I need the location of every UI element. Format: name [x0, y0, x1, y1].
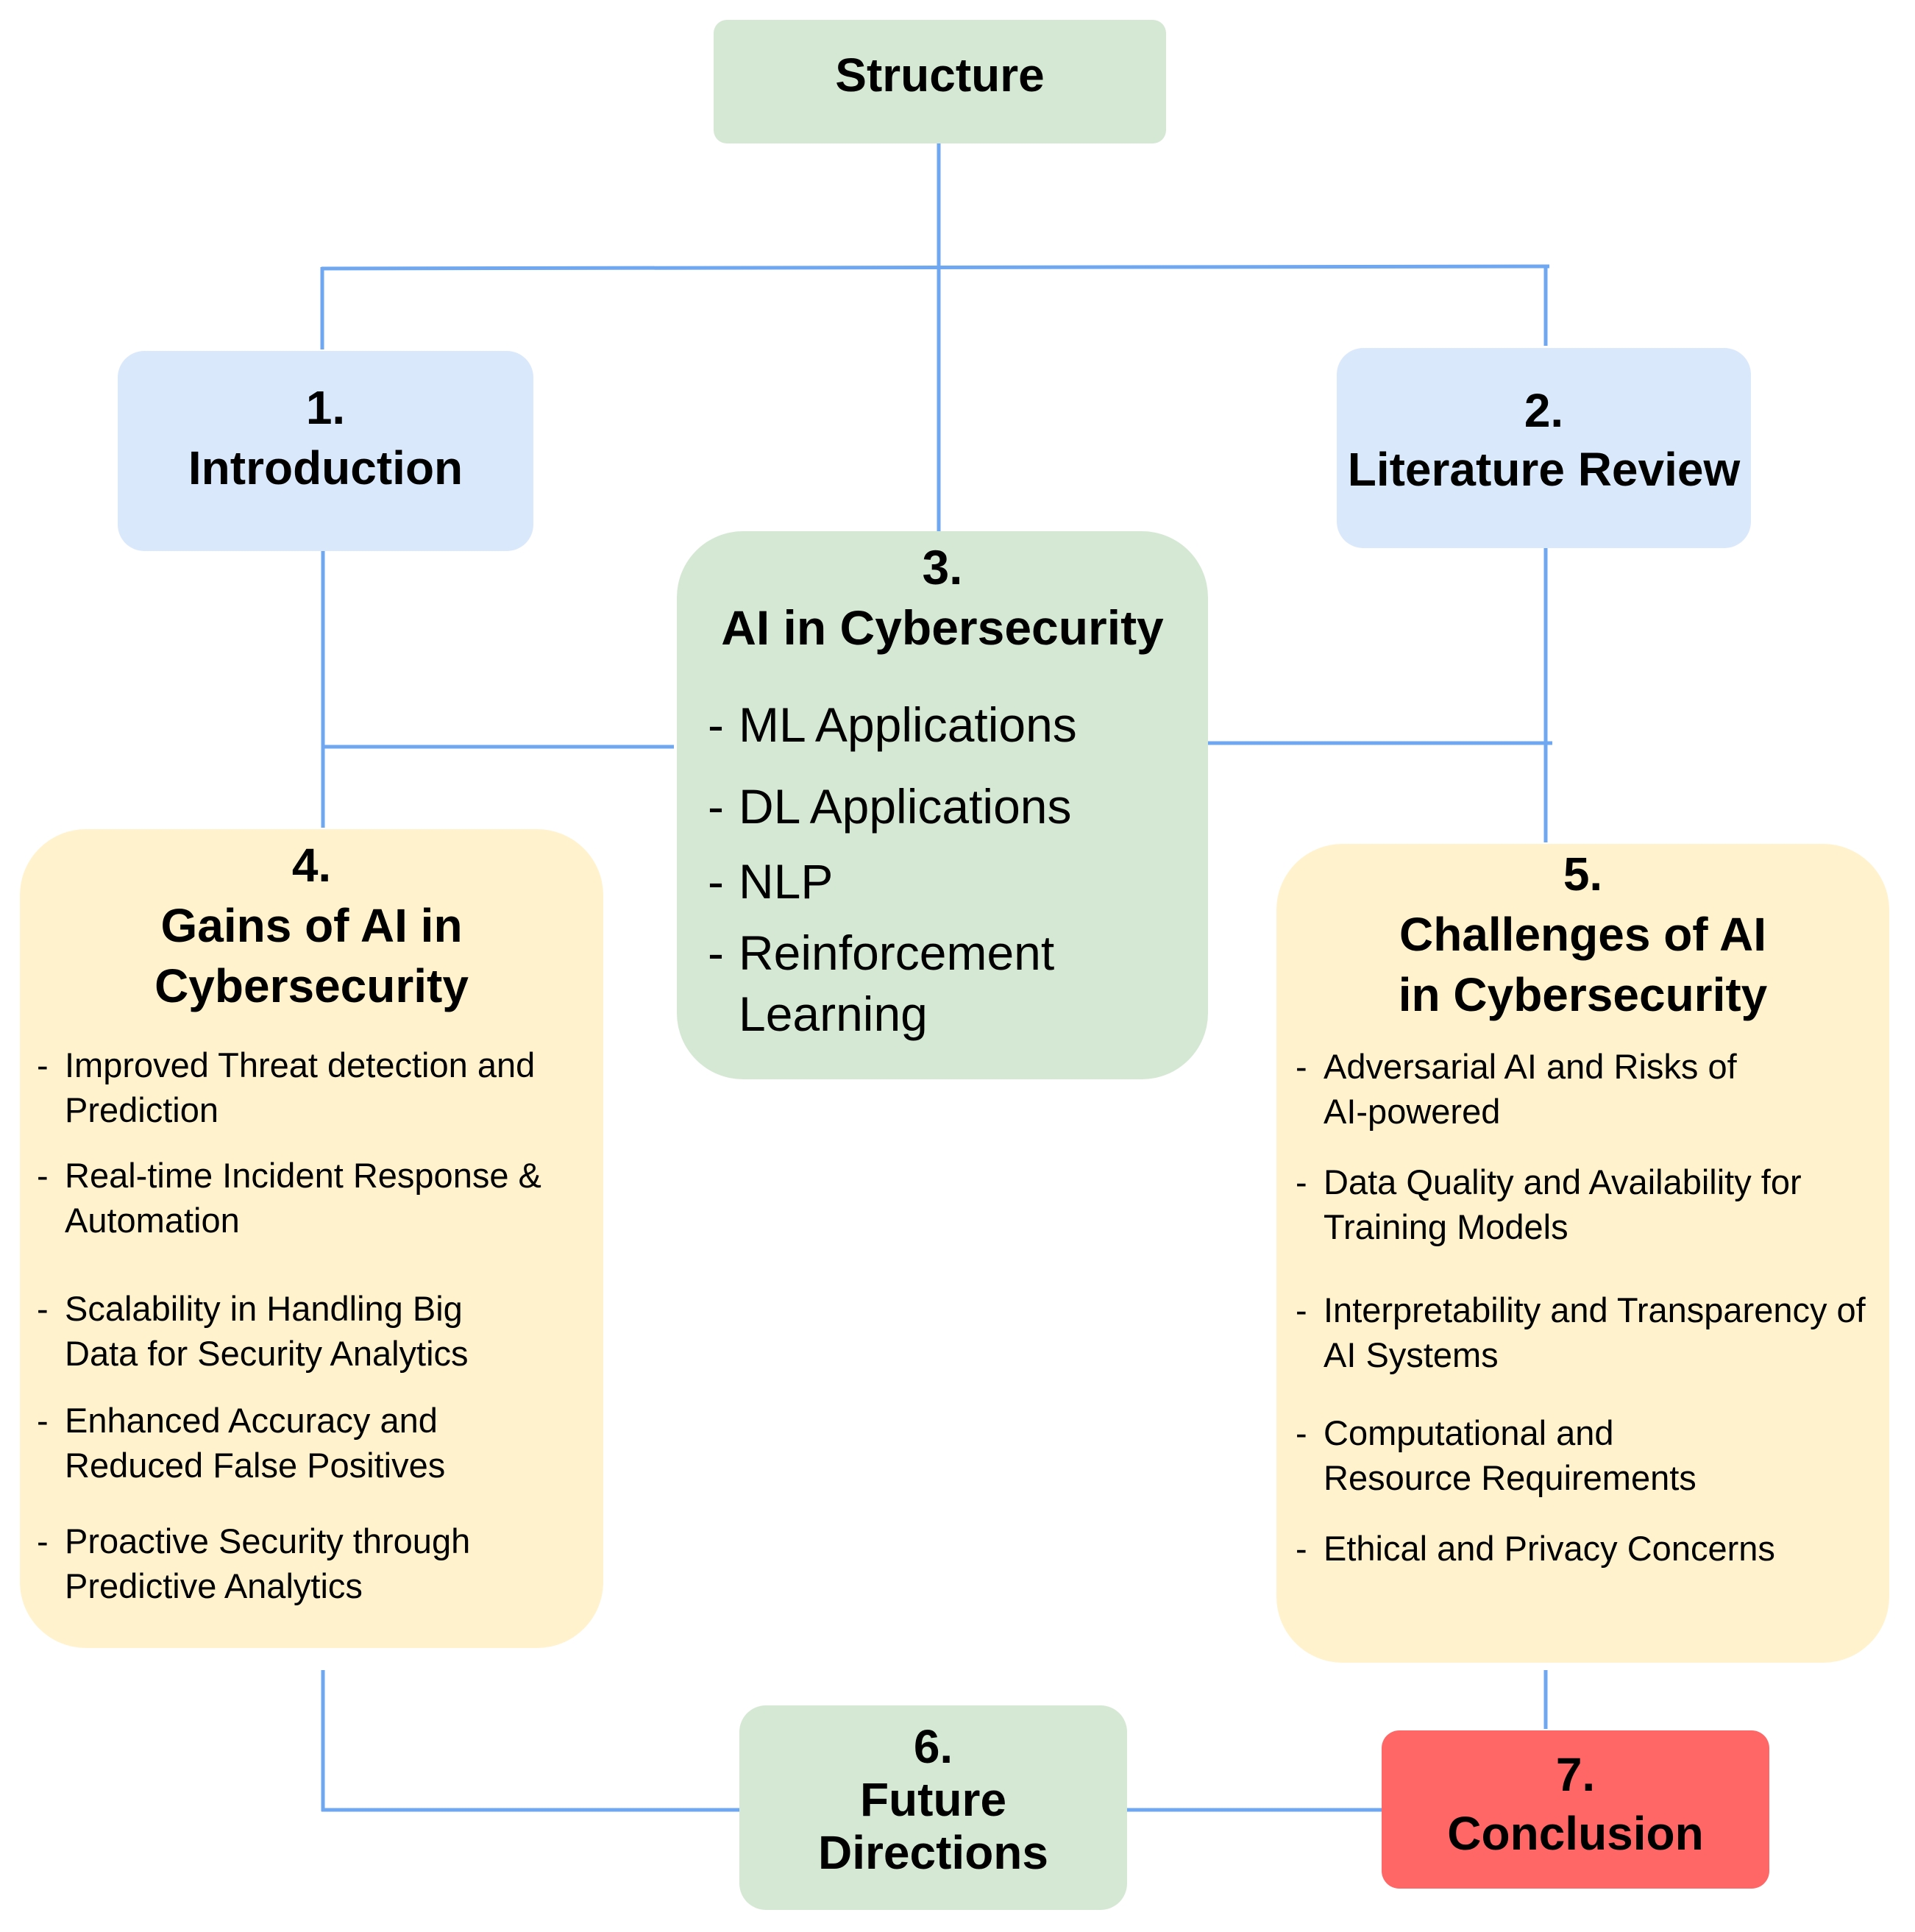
ai-in-cybersecurity-list: - ML Applications - DL Applications - NL… [708, 695, 1149, 1045]
structure-node: Structure [714, 20, 1166, 143]
challenges-node: 5. Challenges of AI in Cybersecurity - A… [1276, 844, 1889, 1663]
list-item: - Computational and Resource Requirement… [1296, 1413, 1697, 1497]
list-item: - Proactive Security through Predictive … [37, 1521, 471, 1605]
challenges-title-line-2: in Cybersecurity [1398, 968, 1768, 1021]
list-item: - Reinforcement Learning [708, 926, 1055, 1041]
future-directions-title-line-1: Future [859, 1773, 1007, 1826]
introduction-node: 1. Introduction [118, 351, 533, 551]
literature-review-node: 2. Literature Review [1337, 348, 1751, 548]
list-item: - Real-time Incident Response & Automati… [37, 1156, 541, 1240]
gains-list: - Improved Threat detection and Predicti… [37, 1043, 544, 1608]
introduction-title: Introduction [188, 441, 463, 494]
list-item: - Enhanced Accuracy and Reduced False Po… [37, 1401, 446, 1485]
conclusion-number: 7. [1555, 1748, 1596, 1801]
literature-review-title: Literature Review [1347, 443, 1741, 496]
introduction-number: 1. [305, 381, 346, 434]
list-item: - Data Quality and Availability for Trai… [1296, 1162, 1802, 1246]
gains-title-line-2: Cybersecurity [154, 959, 469, 1012]
list-item: - ML Applications [708, 697, 1077, 752]
connector-top-bus [321, 264, 1550, 271]
list-item: - DL Applications [708, 779, 1072, 834]
list-item: - Interpretability and Transparency of A… [1296, 1290, 1866, 1374]
literature-review-number: 2. [1524, 384, 1564, 437]
list-item: - Adversarial AI and Risks of AI-powered [1296, 1047, 1737, 1131]
list-item: - Scalability in Handling Big Data for S… [37, 1289, 469, 1373]
ai-in-cybersecurity-number: 3. [922, 540, 963, 594]
gains-title-line-1: Gains of AI in [160, 899, 463, 952]
gains-number: 4. [291, 839, 332, 892]
challenges-list: - Adversarial AI and Risks of AI-powered… [1296, 1044, 1877, 1571]
ai-in-cybersecurity-title: AI in Cybersecurity [721, 600, 1164, 655]
conclusion-title: Conclusion [1447, 1807, 1704, 1860]
challenges-number: 5. [1563, 848, 1603, 901]
list-item: - Ethical and Privacy Concerns [1296, 1529, 1775, 1568]
future-directions-number: 6. [913, 1720, 953, 1773]
structure-title: Structure [835, 49, 1045, 102]
conclusion-node: 7. Conclusion [1382, 1730, 1769, 1889]
list-item: - Improved Threat detection and Predicti… [37, 1045, 536, 1129]
future-directions-title-line-2: Directions [818, 1826, 1048, 1879]
ai-in-cybersecurity-node: 3. AI in Cybersecurity - ML Applications… [677, 531, 1208, 1079]
challenges-title-line-1: Challenges of AI [1399, 908, 1767, 961]
future-directions-node: 6. Future Directions [739, 1705, 1127, 1910]
gains-node: 4. Gains of AI in Cybersecurity - Improv… [20, 829, 603, 1648]
list-item: - NLP [708, 854, 834, 909]
